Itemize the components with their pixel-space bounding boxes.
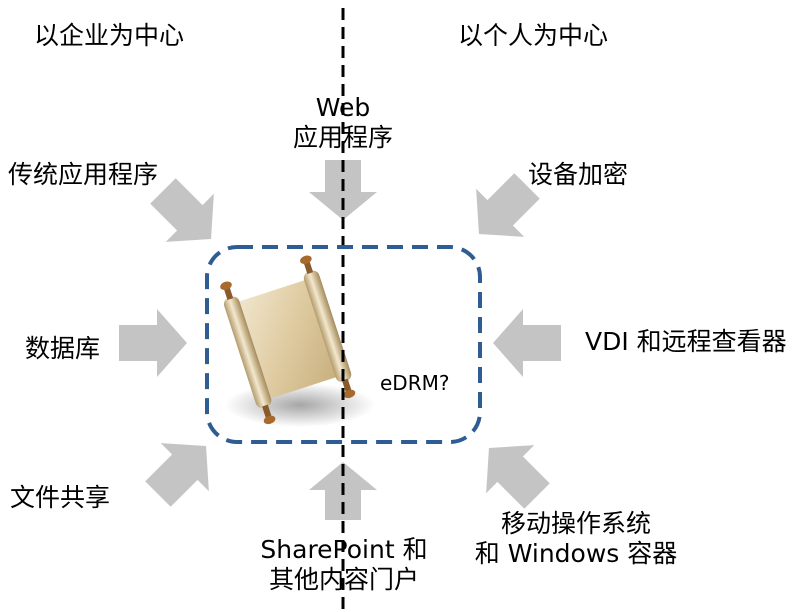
label-mobile-os: 移动操作系统 和 Windows 容器: [460, 509, 692, 569]
arrow-vdi: [493, 309, 561, 377]
label-web-apps-line-2: 应用程序: [292, 123, 393, 152]
arrow-legacy-apps: [150, 178, 214, 242]
arrow-file-shares: [145, 443, 209, 507]
arrow-mobile-os: [486, 445, 550, 509]
label-sharepoint-line-2: 其他内容门户: [268, 565, 419, 594]
label-vdi-remote: VDI 和远程查看器: [585, 327, 787, 356]
heading-person-centric: 以个人为中心: [458, 21, 609, 50]
label-sharepoint: SharePoint 和 其他内容门户: [246, 535, 442, 595]
label-mobile-os-line-2: 和 Windows 容器: [474, 539, 678, 568]
label-mobile-os-line-1: 移动操作系统: [500, 509, 651, 538]
scroll-icon: [220, 255, 356, 425]
edrm-box: [205, 245, 482, 444]
label-file-shares: 文件共享: [10, 483, 111, 512]
label-sharepoint-line-1: SharePoint 和: [260, 535, 428, 564]
label-web-apps-line-1: Web: [315, 93, 371, 122]
label-web-apps: Web 应用程序: [276, 93, 410, 153]
label-databases: 数据库: [25, 334, 101, 363]
label-legacy-apps: 传统应用程序: [8, 160, 159, 189]
scroll-image: [215, 255, 375, 441]
heading-enterprise-centric: 以企业为中心: [34, 21, 185, 50]
center-label: eDRM?: [380, 371, 450, 395]
arrow-databases: [119, 309, 187, 377]
label-device-encryption: 设备加密: [528, 160, 629, 189]
arrow-device-encryption: [476, 173, 540, 237]
